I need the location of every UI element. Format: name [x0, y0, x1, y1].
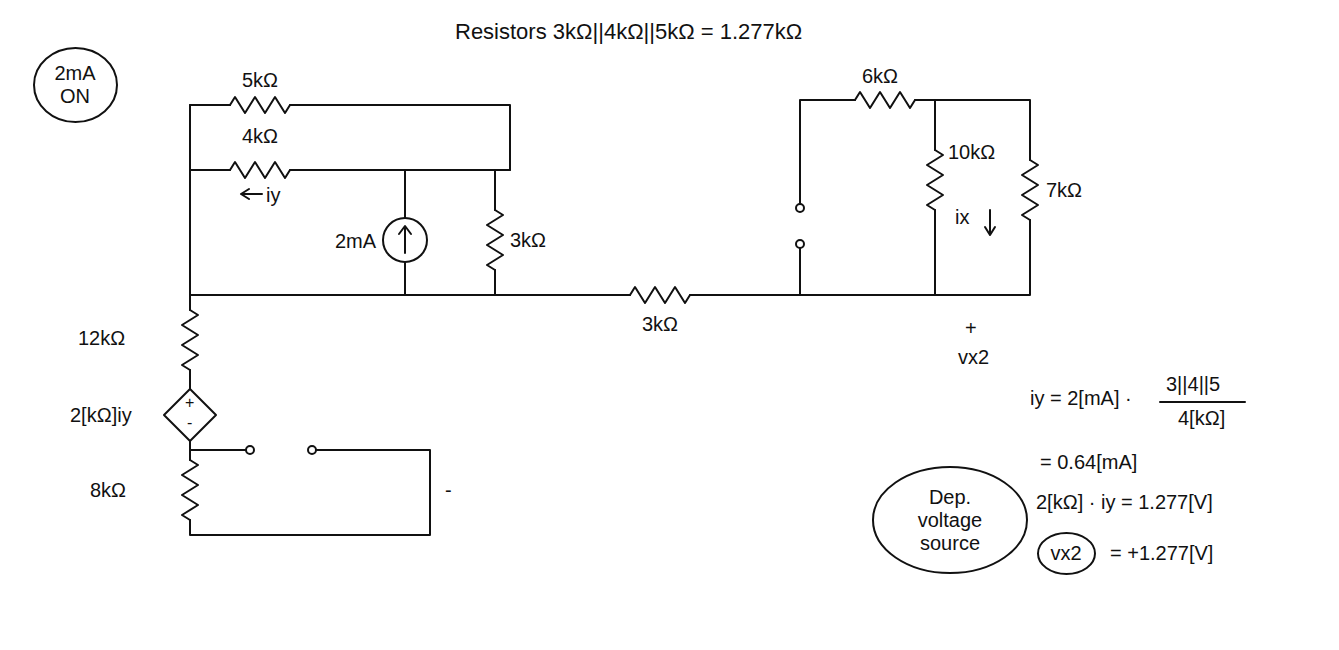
note-text: 2mA ON [50, 62, 100, 108]
wire [190, 105, 630, 295]
wire [190, 104, 230, 106]
circled-note: 2mA ON [32, 46, 119, 124]
ellipse-outline [34, 48, 117, 122]
circuit-label: 8kΩ [90, 478, 126, 502]
circuit-label: + [965, 316, 977, 340]
ellipse-outline [1038, 533, 1095, 574]
circuit-label: 6kΩ [862, 64, 898, 88]
circuit-label: 2[kΩ]iy [70, 403, 132, 427]
wire [189, 295, 191, 310]
circuit-label: 3||4||5 [1166, 372, 1220, 396]
circuit-label: 7kΩ [1046, 178, 1082, 202]
circled-note: vx2 [1036, 531, 1097, 576]
current-arrow [985, 210, 995, 235]
wire [290, 105, 510, 170]
wire [189, 370, 191, 389]
circuit-label: - [187, 414, 192, 432]
current-arrow [241, 189, 262, 199]
resistor-symbol [182, 310, 198, 370]
dependent-source [164, 389, 216, 441]
wire [404, 170, 406, 218]
fraction-bar [1160, 401, 1245, 403]
ellipse-outline [873, 467, 1027, 573]
wire [404, 262, 406, 295]
terminal [308, 446, 316, 454]
terminal [796, 204, 804, 212]
terminal [796, 240, 804, 248]
circuit-label: 3kΩ [510, 228, 546, 252]
resistor-symbol [487, 210, 503, 270]
resistor-symbol [855, 92, 915, 108]
circuit-label: vx2 [958, 345, 989, 369]
circuit-label: iy = 2[mA] · [1030, 386, 1132, 410]
wire [494, 270, 496, 295]
wire [934, 100, 936, 150]
circuit-label: iy [266, 183, 280, 207]
wire [190, 169, 230, 171]
wire [800, 100, 855, 204]
resistor-symbol [182, 460, 198, 520]
wire [190, 441, 246, 460]
circuit-label: 10kΩ [948, 140, 995, 164]
resistor-symbol [230, 97, 290, 113]
resistor-symbol [927, 150, 943, 210]
circuit-label: + [185, 394, 194, 412]
wire [690, 220, 1030, 295]
resistor-symbol [1022, 160, 1038, 220]
wire [494, 170, 496, 210]
circuit-label: = 0.64[mA] [1040, 450, 1137, 474]
circled-note: Dep. voltage source [871, 465, 1029, 575]
wire [190, 450, 430, 535]
circuit-label: 3kΩ [642, 312, 678, 336]
wire [934, 210, 936, 295]
resistor-symbol [630, 287, 690, 303]
source-arrow [399, 226, 411, 253]
wire [799, 248, 801, 295]
resistor-symbol [230, 162, 290, 178]
circuit-label: 4[kΩ] [1178, 406, 1225, 430]
circuit-label: Resistors 3kΩ||4kΩ||5kΩ = 1.277kΩ [455, 20, 802, 44]
wire [290, 169, 510, 171]
note-text: vx2 [1050, 542, 1081, 565]
circuit-label: - [445, 478, 452, 502]
circuit-label: 2mA [335, 229, 376, 253]
current-source [383, 218, 427, 262]
circuit-label: 4kΩ [242, 124, 278, 148]
circuit-label: 5kΩ [242, 68, 278, 92]
terminal [246, 446, 254, 454]
note-text: Dep. voltage source [900, 486, 1000, 555]
circuit-label: = +1.277[V] [1110, 541, 1213, 565]
circuit-label: 2[kΩ] · iy = 1.277[V] [1036, 490, 1213, 514]
circuit-label: ix [955, 205, 969, 229]
circuit-label: 12kΩ [78, 326, 125, 350]
